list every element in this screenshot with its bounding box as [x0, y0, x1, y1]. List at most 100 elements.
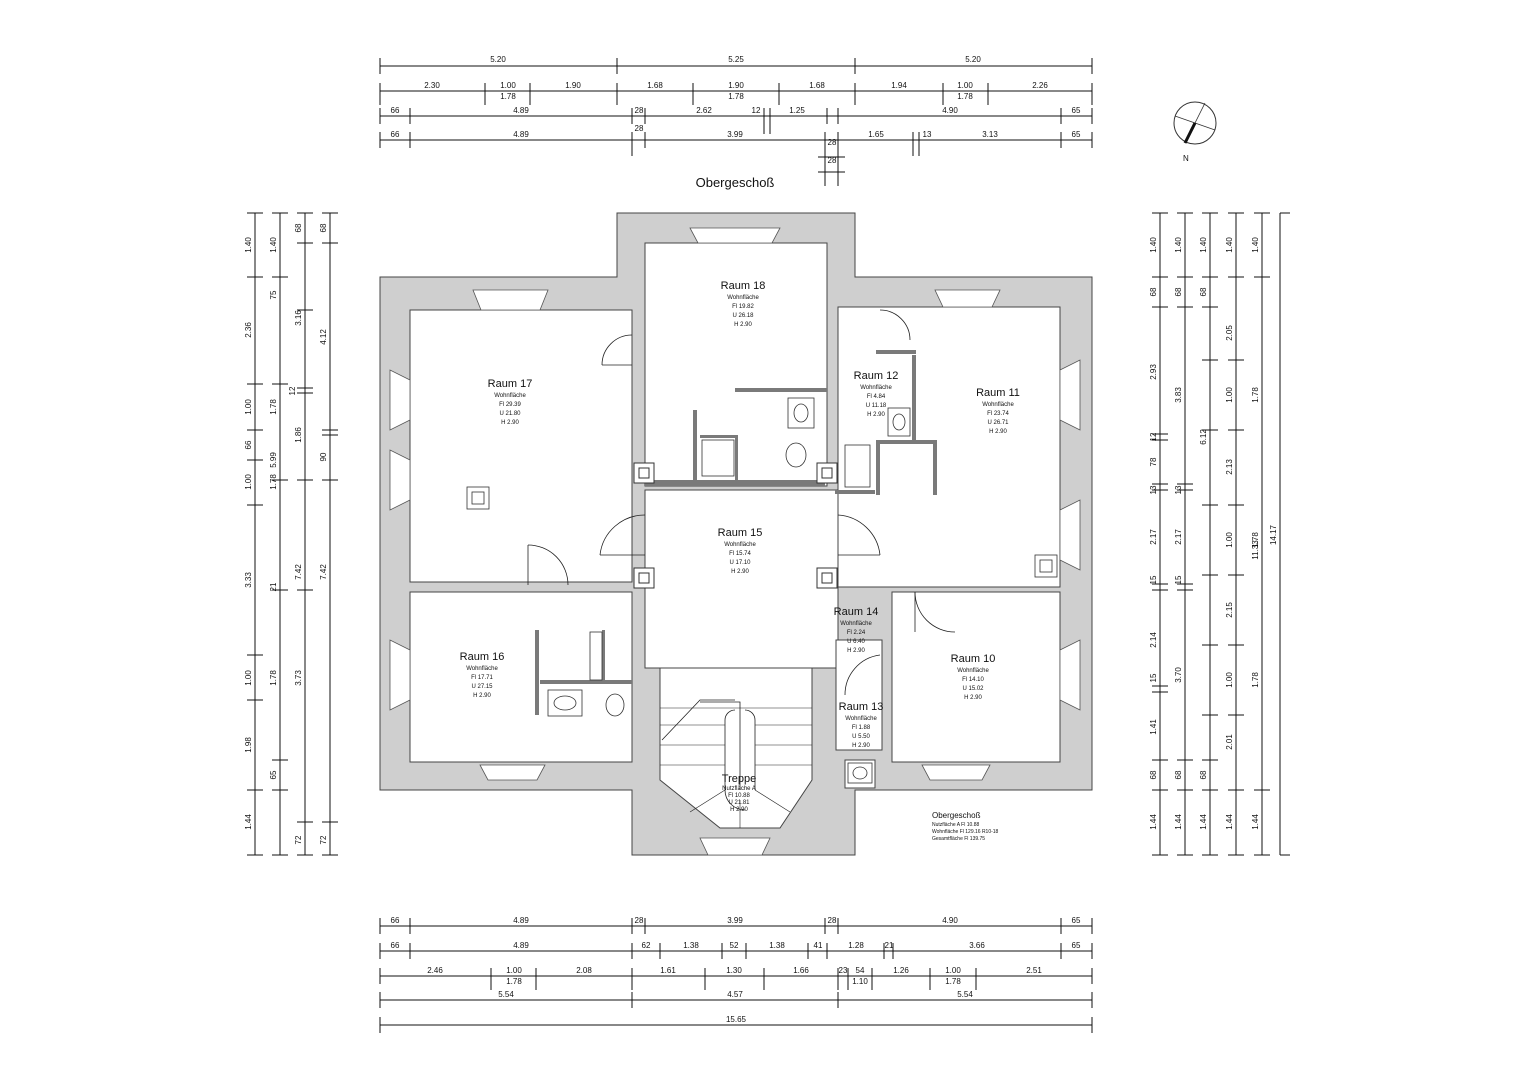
svg-text:Fl 14.10: Fl 14.10 — [962, 677, 984, 683]
dim-label: 4.89 — [513, 941, 529, 950]
dim-label: 1.78 — [269, 399, 278, 415]
room-label: Treppe Nutzfläche A Fl 10.88 U 21.81 H 2… — [722, 773, 756, 813]
svg-text:Raum 11: Raum 11 — [976, 387, 1020, 399]
dim-label: 5.20 — [490, 55, 506, 64]
plan-title: Obergeschoß — [696, 175, 775, 190]
dim-label: 68 — [1174, 287, 1183, 296]
dim-label: 3.73 — [294, 670, 303, 686]
svg-text:Wohnfläche Fl 129.16 R10-18: Wohnfläche Fl 129.16 R10-18 — [932, 829, 999, 835]
dim-label: 28 — [828, 156, 837, 165]
svg-text:U 26.18: U 26.18 — [732, 313, 754, 319]
dim-label: 78 — [1149, 457, 1158, 466]
svg-text:U 21.81: U 21.81 — [728, 800, 750, 806]
dim-label: 3.99 — [727, 916, 743, 925]
dim-label: 4.90 — [942, 916, 958, 925]
dim-label: 65 — [1072, 106, 1081, 115]
dim-label: 1.41 — [1149, 719, 1158, 735]
dim-label: 6.12 — [1199, 429, 1208, 445]
windows — [389, 227, 1081, 856]
dim-label: 3.70 — [1174, 667, 1183, 683]
room-label: Raum 13 Wohnfläche Fl 1.88 U 5.50 H 2.90 — [839, 701, 884, 749]
dimension-lines — [254, 65, 1263, 1026]
svg-text:Wohnfläche: Wohnfläche — [727, 295, 759, 301]
svg-text:H 2.90: H 2.90 — [473, 693, 491, 699]
dim-label: 1.28 — [848, 941, 864, 950]
dim-label: 66 — [391, 106, 400, 115]
dim-label: 1.00 — [244, 399, 253, 415]
room-label: Raum 12 Wohnfläche Fl 4.84 U 11.18 H 2.9… — [854, 370, 899, 418]
dim-label: 1.78 — [269, 474, 278, 490]
dim-label: 2.36 — [244, 322, 253, 338]
dim-label: 1.68 — [809, 81, 825, 90]
dim-label: 1.40 — [1225, 237, 1234, 253]
dim-label: 68 — [319, 223, 328, 232]
dimension-texts-right: 1.40 68 2.93 12 78 13 2.17 15 2.14 15 1.… — [1149, 237, 1278, 830]
dim-label: 5.54 — [957, 990, 973, 999]
dim-label: 2.17 — [1174, 529, 1183, 545]
svg-text:Wohnfläche: Wohnfläche — [466, 666, 498, 672]
svg-text:H 2.90: H 2.90 — [847, 648, 865, 654]
svg-text:H 2.90: H 2.90 — [501, 420, 519, 426]
svg-text:Wohnfläche: Wohnfläche — [957, 668, 989, 674]
dim-label: 1.78 — [1251, 672, 1260, 688]
dim-label: 2.30 — [424, 81, 440, 90]
dim-label: 1.61 — [660, 966, 676, 975]
dim-label: 1.78 — [500, 92, 516, 101]
svg-text:Nutzfläche A Fl 10.88: Nutzfläche A Fl 10.88 — [932, 822, 979, 828]
dim-label: 2.05 — [1225, 325, 1234, 341]
dim-label: 1.40 — [1251, 237, 1260, 253]
dim-label: 72 — [319, 835, 328, 844]
dim-label: 1.44 — [1251, 814, 1260, 830]
dim-label: 5.25 — [728, 55, 744, 64]
dim-label: 1.98 — [244, 737, 253, 753]
svg-text:Raum 18: Raum 18 — [721, 280, 766, 292]
svg-text:Raum 15: Raum 15 — [718, 527, 763, 539]
room-label: Raum 16 Wohnfläche Fl 17.71 U 27.15 H 2.… — [460, 651, 505, 699]
interior-partitions — [535, 350, 937, 715]
svg-text:U 5.50: U 5.50 — [852, 734, 870, 740]
dim-label: 1.44 — [1199, 814, 1208, 830]
svg-text:Wohnfläche: Wohnfläche — [982, 402, 1014, 408]
dim-label: 1.78 — [957, 92, 973, 101]
dim-label: 1.44 — [1174, 814, 1183, 830]
svg-text:H 2.90: H 2.90 — [852, 743, 870, 749]
dim-label: 1.78 — [728, 92, 744, 101]
dim-label: 4.90 — [942, 106, 958, 115]
room-areas — [409, 242, 1061, 829]
dim-label: 28 — [828, 138, 837, 147]
dim-label: 1.94 — [891, 81, 907, 90]
dim-label: 1.78 — [945, 977, 961, 986]
dim-label: 28 — [635, 106, 644, 115]
dimension-ticks — [247, 58, 1290, 1033]
dim-label: 1.78 — [1251, 532, 1260, 548]
pillars — [633, 462, 838, 589]
dim-label: 1.38 — [683, 941, 699, 950]
svg-text:H 2.90: H 2.90 — [734, 322, 752, 328]
dim-label: 2.17 — [1149, 529, 1158, 545]
svg-text:Gesamtfläche Fl 139.75: Gesamtfläche Fl 139.75 — [932, 836, 985, 842]
dim-label: 4.12 — [319, 329, 328, 345]
svg-text:U 15.02: U 15.02 — [962, 686, 984, 692]
dim-label: 2.51 — [1026, 966, 1042, 975]
dim-label: 21 — [269, 582, 278, 591]
svg-text:Wohnfläche: Wohnfläche — [840, 621, 872, 627]
dim-label: 68 — [1149, 287, 1158, 296]
compass-label: N — [1183, 154, 1189, 163]
fixtures — [466, 397, 1058, 784]
svg-text:U 17.10: U 17.10 — [729, 560, 751, 566]
dimension-texts-extra: 3.73 11.33 3.73 72 — [294, 540, 1260, 686]
svg-text:U 26.71: U 26.71 — [987, 420, 1009, 426]
room-labels: Raum 18 Wohnfläche Fl 19.82 U 26.18 H 2.… — [460, 280, 1020, 813]
dim-label: 1.66 — [793, 966, 809, 975]
svg-text:Wohnfläche: Wohnfläche — [860, 385, 892, 391]
dim-label: 15 — [1174, 575, 1183, 584]
svg-text:Raum 13: Raum 13 — [839, 701, 884, 713]
dim-label: 52 — [730, 941, 739, 950]
dim-label: 7.42 — [319, 564, 328, 580]
dim-label: 5.99 — [269, 452, 278, 468]
svg-text:Wohnfläche: Wohnfläche — [724, 542, 756, 548]
svg-text:Raum 12: Raum 12 — [854, 370, 899, 382]
staircase — [660, 699, 812, 828]
dim-label: 15 — [1149, 673, 1158, 682]
dim-label: 4.89 — [513, 130, 529, 139]
